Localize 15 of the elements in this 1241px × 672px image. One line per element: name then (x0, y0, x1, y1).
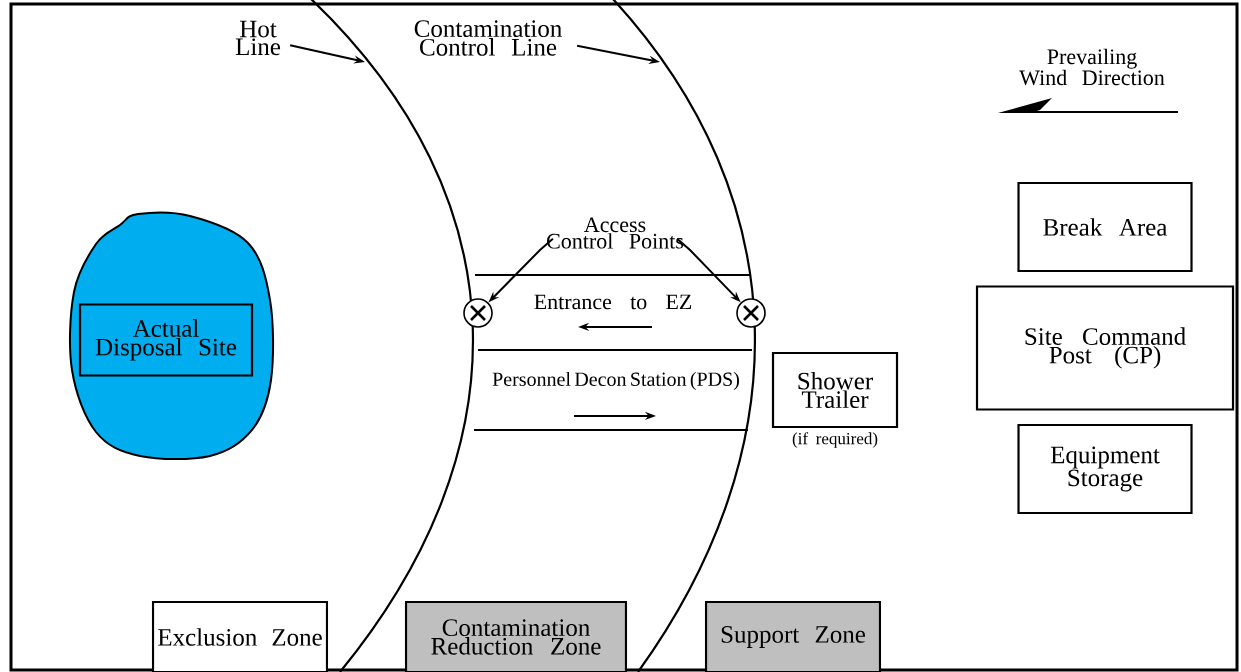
area-box: Equipment Storage (1017, 423, 1193, 515)
label-text: Contamination Control Line (414, 20, 562, 56)
area-box: Shower Trailer (771, 351, 899, 429)
label-text: Hot Line (235, 20, 281, 56)
zone-box: Exclusion Zone (151, 600, 329, 672)
zone-box: Contamination Reduction Zone (404, 600, 628, 672)
site-box: Actual Disposal Site (78, 303, 254, 377)
caption-text: (if required) (792, 432, 878, 448)
band-text: Personnel Decon Station (PDS) (492, 371, 739, 391)
label-text: Prevailing Wind Direction (1019, 48, 1165, 86)
band-text: Entrance to EZ (534, 294, 692, 310)
area-box: Site Command Post (CP) (975, 285, 1235, 411)
zone-box: Support Zone (704, 600, 882, 672)
area-box: Break Area (1017, 181, 1193, 273)
label-text: Access Control Points (547, 217, 684, 249)
